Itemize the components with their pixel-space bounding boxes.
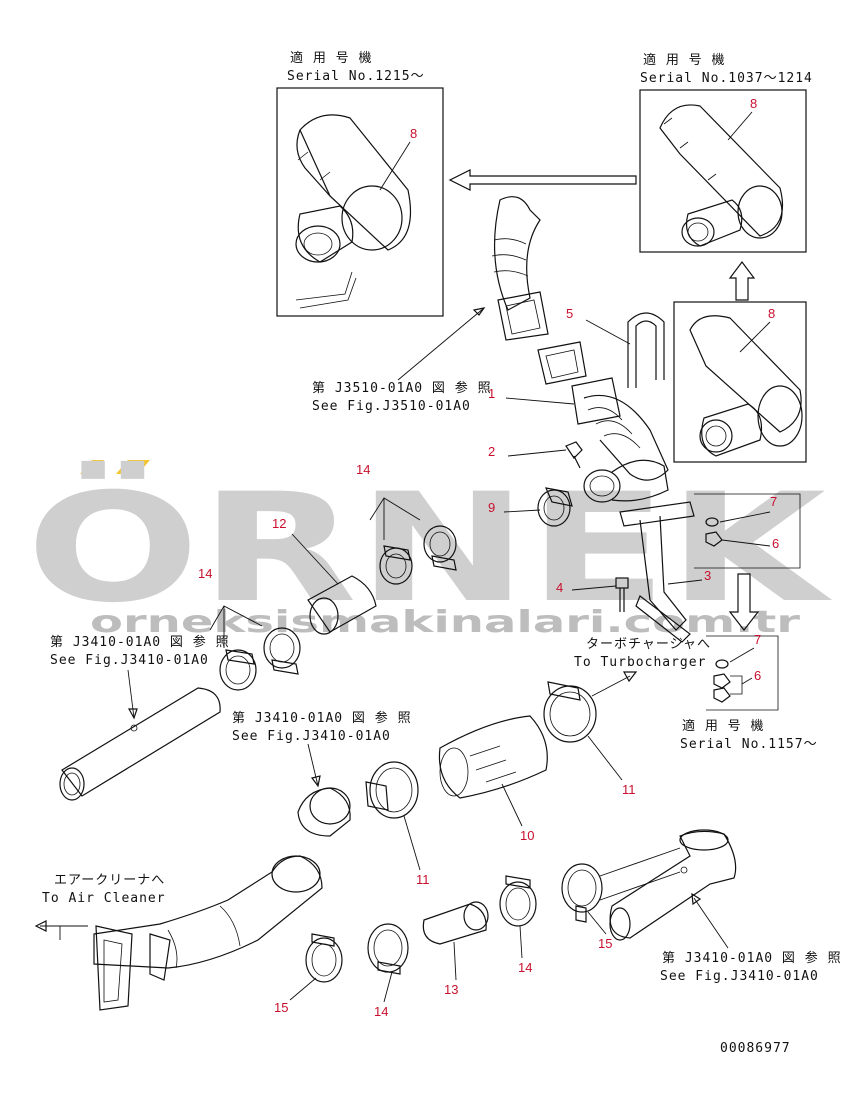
ref-j3410-mid-jp: 第 J3410-01A0 図 参 照: [232, 710, 412, 726]
pipe-12: 12: [272, 516, 377, 635]
part-number-8-inset-left: 8: [410, 126, 417, 141]
ref-j3410-right-jp: 第 J3410-01A0 図 参 照: [662, 950, 842, 966]
clamp-11-right: 11: [543, 681, 636, 797]
part-number-10: 10: [520, 828, 534, 843]
gasket: [537, 341, 587, 385]
part-number-7-top: 7: [770, 494, 777, 509]
part-number-11-left: 11: [416, 872, 430, 887]
bolt-2: 2: [488, 441, 583, 469]
pipe-13: 13: [422, 901, 489, 997]
pipe-j3410-right: 第 J3410-01A0 図 参 照 See Fig.J3410-01A0: [609, 829, 842, 984]
direction-arrow-down: [728, 573, 760, 631]
part-number-12: 12: [272, 516, 286, 531]
bolt-4: 4: [556, 577, 629, 612]
part-number-8: 8: [768, 306, 775, 321]
elbow-hose-j3510: 第 J3510-01A0 図 参 照 See Fig.J3510-01A0: [312, 196, 587, 414]
part-number-8-inset-right: 8: [750, 96, 757, 111]
clamp-15-left: 15: [274, 933, 343, 1015]
inset-1215-jp: 適 用 号 機: [290, 50, 372, 66]
part-number-14-upper: 14: [356, 462, 370, 477]
part-number-7-bottom: 7: [754, 632, 761, 647]
to-turbocharger: ターボチャージャへ To Turbocharger: [574, 637, 711, 697]
part-number-4: 4: [556, 580, 563, 595]
inset-1037-frame: [639, 89, 807, 253]
air-cleaner-body-1215: [295, 114, 412, 309]
part-number-2: 2: [488, 444, 495, 459]
direction-arrow-up: [728, 261, 756, 301]
clamp-9: 9: [488, 487, 573, 527]
ref-j3410-left-jp: 第 J3410-01A0 図 参 照: [50, 634, 230, 650]
ref-j3510-en: See Fig.J3510-01A0: [312, 399, 471, 414]
watermark-logo: ÖRNEK: [26, 460, 832, 636]
watermark-accent-right: [116, 460, 150, 474]
hardware-detail-top: 7 6: [694, 493, 801, 569]
inset-1157-jp: 適 用 号 機: [682, 718, 764, 734]
part-number-3: 3: [704, 568, 711, 583]
drawing-id: 00086977: [720, 1041, 791, 1056]
ref-j3410-left-en: See Fig.J3410-01A0: [50, 653, 209, 668]
part-number-5: 5: [566, 306, 573, 321]
clamp-14-bottom-right: 14: [499, 875, 537, 975]
inset-1215-serial: Serial No.1215～: [287, 69, 425, 84]
clamp-15-right: 15: [561, 847, 681, 951]
u-bolt: 5: [566, 306, 665, 388]
direction-arrow-left: [448, 169, 637, 191]
inset-1037-jp: 適 用 号 機: [643, 52, 725, 68]
part-number-15-right: 15: [598, 936, 612, 951]
to-air-cleaner: エアークリーナへ To Air Cleaner: [34, 873, 166, 940]
ref-j3510-jp: 第 J3510-01A0 図 参 照: [312, 380, 492, 396]
part-number-1: 1: [488, 386, 495, 401]
inset-1215-frame: [276, 87, 444, 317]
turbo-label-en: To Turbocharger: [574, 655, 706, 670]
inset-1157-serial: Serial No.1157～: [680, 737, 818, 752]
clamp-14-bottom-left: 14: [367, 923, 409, 1019]
ref-j3410-right-en: See Fig.J3410-01A0: [660, 969, 819, 984]
watermark: ÖRNEK orneksismakinalari.com.tr: [26, 460, 832, 640]
pipe-j3410-left: 第 J3410-01A0 図 参 照 See Fig.J3410-01A0: [50, 634, 230, 801]
inset-serial-1037-1214: 適 用 号 機 Serial No.1037～1214 8: [639, 52, 813, 253]
part-number-9: 9: [488, 500, 495, 515]
air-cleaner-label-jp: エアークリーナへ: [54, 873, 165, 888]
turbo-label-jp: ターボチャージャへ: [586, 637, 711, 652]
hose-10: 10: [438, 715, 548, 843]
air-cleaner-label-en: To Air Cleaner: [42, 891, 166, 906]
air-cleaner-main: 8: [673, 301, 807, 463]
bellows-hose: 1: [488, 377, 669, 503]
part-number-14-left: 14: [198, 566, 212, 581]
part-number-14-bottom-left: 14: [374, 1004, 388, 1019]
pipe-short-mid: [297, 787, 351, 837]
bracket-3: 3: [619, 501, 711, 643]
watermark-accent-left: [80, 460, 104, 474]
air-cleaner-body-1037: [659, 104, 784, 247]
part-number-14-bottom-right: 14: [518, 960, 532, 975]
clamp-11-left: 11: [365, 761, 430, 887]
part-number-13: 13: [444, 982, 458, 997]
inset-serial-1215: 適 用 号 機 Serial No.1215～ 8: [276, 50, 444, 317]
watermark-url: orneksismakinalari.com.tr: [90, 605, 800, 640]
part-number-15-left: 15: [274, 1000, 288, 1015]
clamp-group-14-left: 14: [198, 566, 301, 691]
part-number-6-bottom: 6: [754, 668, 761, 683]
clamp-group-14-upper: 14: [356, 462, 457, 585]
ref-j3410-mid-en: See Fig.J3410-01A0: [232, 729, 391, 744]
pipe-to-air-cleaner: [93, 855, 323, 1011]
part-number-11-right: 11: [622, 782, 636, 797]
part-number-6-top: 6: [772, 536, 779, 551]
hardware-detail-bottom: 7 6: [706, 632, 779, 711]
inset-1037-serial: Serial No.1037～1214: [640, 71, 813, 86]
